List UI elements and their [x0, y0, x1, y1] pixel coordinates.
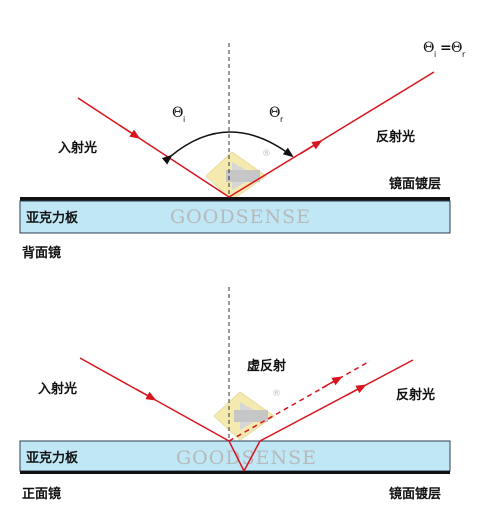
bottom-diagram: ® GOODSENSE 虚反射 入射光 反射光 亚克力板 正面镜 镜面镀层	[19, 287, 451, 502]
acrylic-panel-label: 亚克力板	[26, 210, 79, 226]
incident-ray	[77, 97, 230, 198]
refracted-ray	[228, 440, 245, 472]
angle-equation: Θ i = Θ r	[423, 40, 466, 59]
mirror-coating-label: 镜面镀层	[389, 176, 441, 192]
mirror-coating	[20, 197, 450, 201]
front-mirror-caption: 正面镜	[22, 486, 61, 502]
virtual-reflection-arrow	[321, 376, 343, 389]
incident-light-label: 入射光	[58, 140, 97, 156]
watermark-text: GOODSENSE	[170, 206, 311, 228]
angle-arc	[161, 131, 294, 165]
reflected-ray-arrow	[345, 384, 367, 397]
reflected-ray	[259, 359, 414, 442]
reflected-light-label: 反射光	[376, 129, 415, 145]
incident-light-label: 入射光	[38, 381, 77, 397]
incident-ray	[79, 357, 230, 442]
acrylic-panel-label: 亚克力板	[26, 450, 79, 466]
reflected-ray-arrow	[299, 140, 323, 155]
mirror-coating	[20, 471, 450, 474]
internal-reflected-ray	[243, 440, 261, 472]
virtual-reflection-label: 虚反射	[247, 358, 286, 374]
theta-i-symbol: Θ	[172, 105, 183, 121]
registered-mark: ®	[272, 389, 281, 399]
reflected-ray	[228, 71, 435, 198]
top-diagram: ® GOODSENSE Θ i Θ r Θ i = Θ r 入射光 反射光 镜面	[19, 40, 466, 261]
incident-ray-arrow	[135, 388, 157, 401]
incident-ray-arrow	[119, 124, 141, 139]
watermark-logo-icon	[213, 391, 275, 441]
theta-r-symbol: Θ	[269, 105, 280, 121]
equation-equals: =	[440, 40, 452, 56]
reflected-light-label: 反射光	[396, 387, 435, 403]
mirror-coating-label: 镜面镀层	[389, 486, 441, 502]
theta-r-subscript: r	[280, 115, 284, 124]
virtual-reflection-ray	[228, 360, 371, 442]
equation-left-symbol: Θ	[423, 40, 434, 56]
equation-right-subscript: r	[462, 50, 466, 59]
back-mirror-caption: 背面镜	[22, 245, 61, 261]
equation-left-subscript: i	[434, 50, 436, 59]
acrylic-panel	[19, 440, 451, 472]
registered-mark: ®	[262, 149, 271, 159]
acrylic-panel	[19, 200, 451, 234]
theta-i-subscript: i	[183, 115, 185, 124]
equation-right-symbol: Θ	[451, 40, 462, 56]
watermark-text: GOODSENSE	[176, 447, 317, 469]
